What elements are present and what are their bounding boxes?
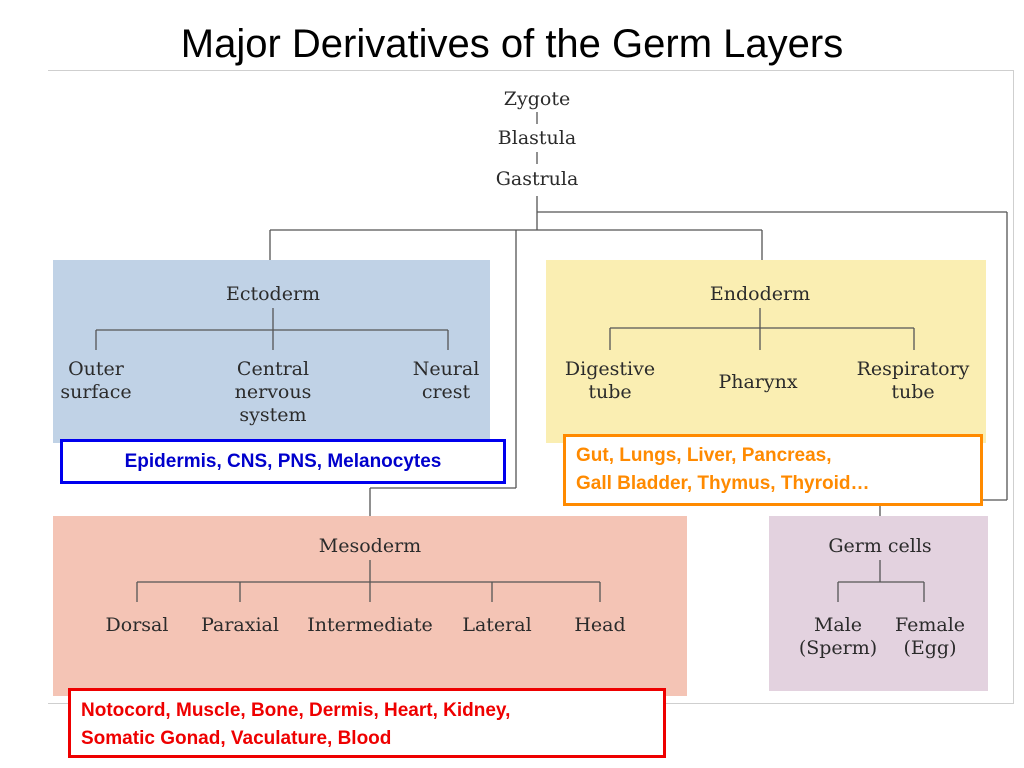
- endoderm-panel: [546, 260, 986, 443]
- ectoderm-child-cns: Central nervous system: [234, 358, 312, 426]
- stage-zygote: Zygote: [503, 88, 571, 110]
- mesoderm-child-paraxial: Paraxial: [201, 614, 279, 636]
- mesoderm-child-lateral: Lateral: [462, 614, 532, 636]
- mesoderm-label: Mesoderm: [318, 535, 422, 557]
- mesoderm-child-head: Head: [574, 614, 626, 636]
- germ-cells-child-male: Male (Sperm): [798, 614, 878, 659]
- germ-cells-label: Germ cells: [828, 535, 932, 557]
- germ-cells-panel: [769, 516, 988, 691]
- stage-blastula: Blastula: [497, 127, 577, 149]
- endoderm-note-line-1: Gut, Lungs, Liver, Pancreas,: [576, 445, 832, 466]
- mesoderm-note-line-2: Somatic Gonad, Vaculature, Blood: [81, 728, 392, 749]
- ectoderm-child-outer-surface: Outer surface: [60, 358, 132, 403]
- germ-cells-child-female: Female (Egg): [894, 614, 966, 659]
- ectoderm-derivatives-note: Epidermis, CNS, PNS, Melanocytes: [60, 439, 506, 484]
- endoderm-child-digestive-tube: Digestive tube: [564, 358, 656, 403]
- mesoderm-note-line-1: Notocord, Muscle, Bone, Dermis, Heart, K…: [81, 700, 511, 721]
- mesoderm-child-dorsal: Dorsal: [105, 614, 169, 636]
- ectoderm-panel: [53, 260, 490, 443]
- endoderm-note-line-2: Gall Bladder, Thymus, Thyroid…: [576, 473, 870, 494]
- endoderm-child-respiratory-tube: Respiratory tube: [856, 358, 970, 403]
- page-title: Major Derivatives of the Germ Layers: [180, 22, 844, 66]
- mesoderm-derivatives-note: Notocord, Muscle, Bone, Dermis, Heart, K…: [68, 688, 666, 758]
- endoderm-child-pharynx: Pharynx: [718, 371, 798, 393]
- endoderm-derivatives-note: Gut, Lungs, Liver, Pancreas, Gall Bladde…: [563, 434, 983, 506]
- mesoderm-panel: [53, 516, 687, 696]
- endoderm-label: Endoderm: [709, 283, 811, 305]
- ectoderm-label: Ectoderm: [225, 283, 321, 305]
- mesoderm-child-intermediate: Intermediate: [307, 614, 433, 636]
- ectoderm-child-neural-crest: Neural crest: [412, 358, 480, 403]
- stage-gastrula: Gastrula: [495, 168, 579, 190]
